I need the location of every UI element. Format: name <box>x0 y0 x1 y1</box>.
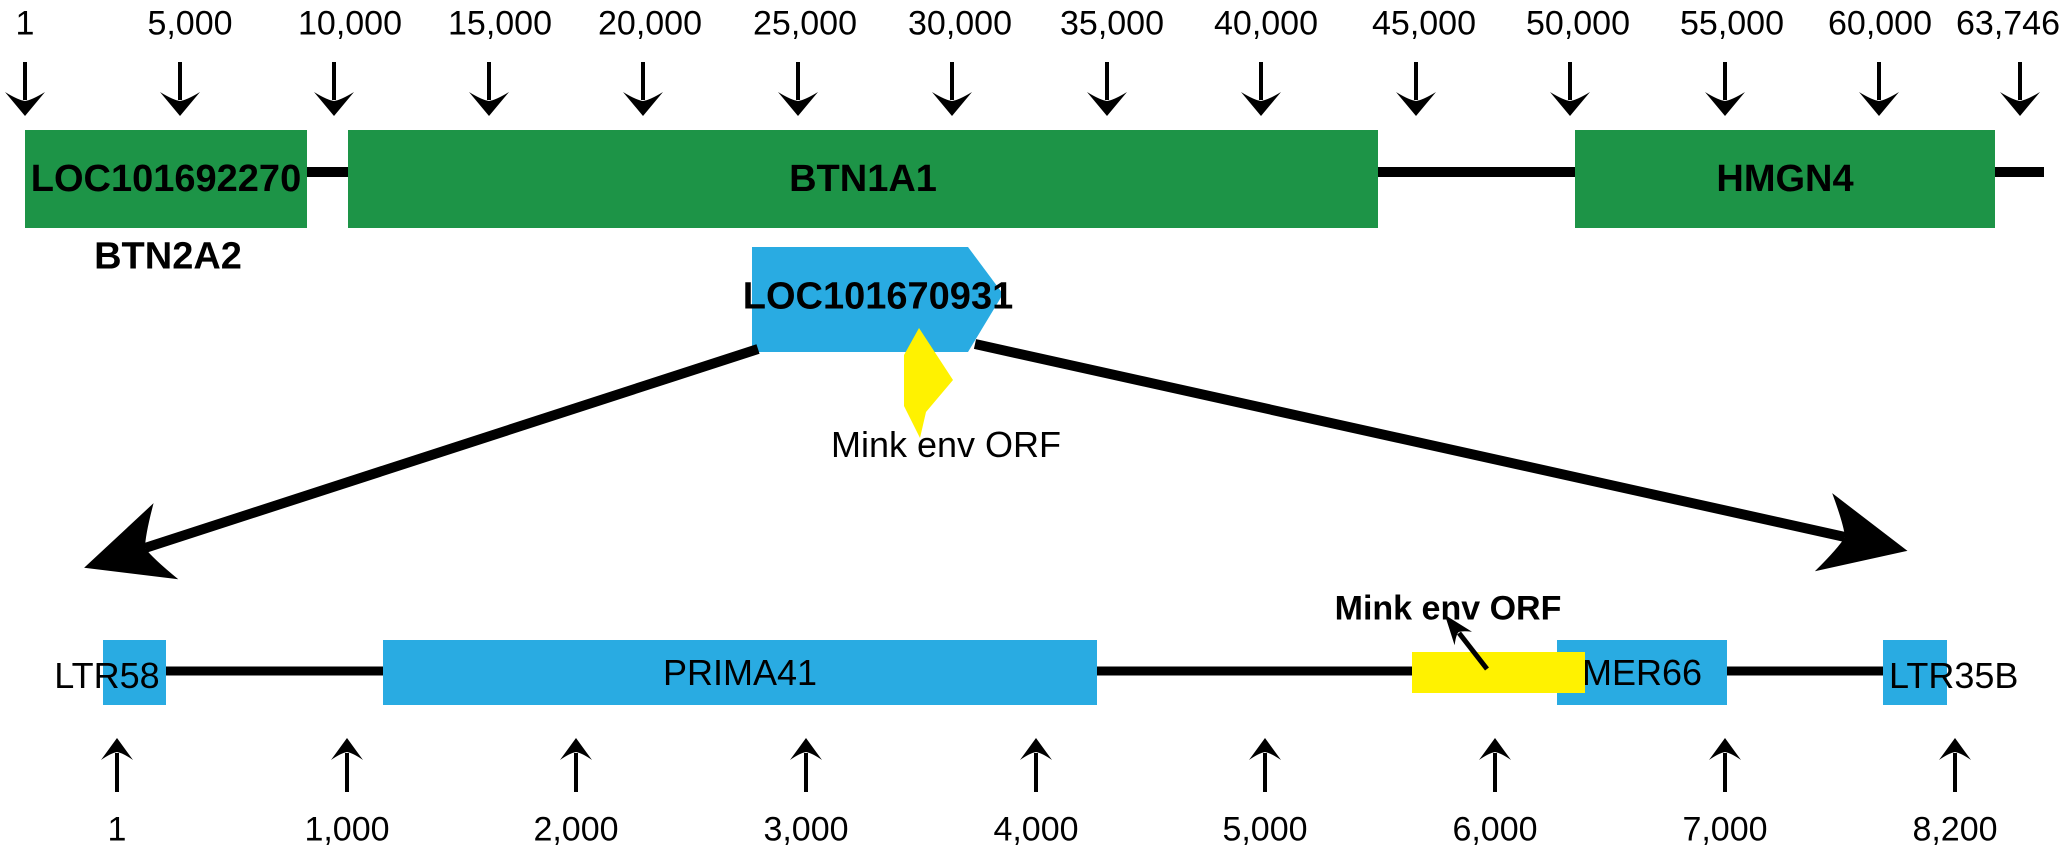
bottom-scale-tick-label: 5,000 <box>1222 810 1308 849</box>
top-scale-tick-label: 60,000 <box>1828 4 1932 43</box>
repeat-label: MER66 <box>1581 651 1703 693</box>
gene-box-loc101692270: LOC101692270 <box>25 130 307 228</box>
top-scale-tick-label: 35,000 <box>1060 4 1164 43</box>
top-scale-tick-label: 10,000 <box>298 4 402 43</box>
top-scale-tick-label: 15,000 <box>448 4 552 43</box>
bottom-scale-tick-label: 3,000 <box>763 810 849 849</box>
bottom-scale-tick-label: 7,000 <box>1682 810 1768 849</box>
repeat-label-ltr58: LTR58 <box>54 655 160 696</box>
top-scale-tick-label: 30,000 <box>908 4 1012 43</box>
gene-box-hmgn4: HMGN4 <box>1575 130 1995 228</box>
bottom-scale-tick-label: 4,000 <box>993 810 1079 849</box>
provirus-gene-arrow-shape <box>752 247 1003 352</box>
top-scale-tick-label: 5,000 <box>147 4 233 43</box>
top-scale-tick-label: 20,000 <box>598 4 702 43</box>
bottom-scale-tick-label: 2,000 <box>533 810 619 849</box>
top-scale-tick-label: 1 <box>15 4 35 43</box>
top-scale-tick-label: 40,000 <box>1214 4 1318 43</box>
env-orf-arrow-icon <box>904 328 953 438</box>
repeat-box-mer66: MER66 <box>1557 640 1727 705</box>
gene-label: LOC101692270 <box>30 157 302 200</box>
top-scale-tick-label: 25,000 <box>753 4 857 43</box>
gene-box-btn1a1: BTN1A1 <box>348 130 1378 228</box>
bottom-scale-tick-label: 8,200 <box>1912 810 1998 849</box>
repeat-box-ltr35b <box>1883 640 1947 705</box>
bottom-scale-tick-label: 6,000 <box>1452 810 1538 849</box>
top-scale-tick-label: 45,000 <box>1372 4 1476 43</box>
bottom-scale-tick-label: 1 <box>107 810 127 849</box>
top-scale-tick-label: 63,746 <box>1956 4 2060 43</box>
env-orf-caption-bottom: Mink env ORF <box>1334 589 1562 628</box>
provirus-gene-label: LOC101670931 <box>742 275 1014 318</box>
gene-alias-label-btn2a2: BTN2A2 <box>94 235 242 278</box>
gene-label: BTN1A1 <box>789 157 937 200</box>
repeat-label-ltr35b: LTR35B <box>1889 655 2019 696</box>
env-orf-caption-middle: Mink env ORF <box>830 424 1062 465</box>
repeat-box-prima41: PRIMA41 <box>383 640 1097 705</box>
env-orf-box <box>1412 652 1585 693</box>
top-scale-tick-label: 55,000 <box>1680 4 1784 43</box>
expansion-line-left <box>84 344 760 580</box>
top-scale-tick-label: 50,000 <box>1526 4 1630 43</box>
gene-label: HMGN4 <box>1716 157 1854 200</box>
expansion-line-right <box>973 339 1908 572</box>
repeat-box-ltr58 <box>103 640 166 705</box>
bottom-scale-tick-label: 1,000 <box>304 810 390 849</box>
repeat-label: PRIMA41 <box>662 651 818 693</box>
